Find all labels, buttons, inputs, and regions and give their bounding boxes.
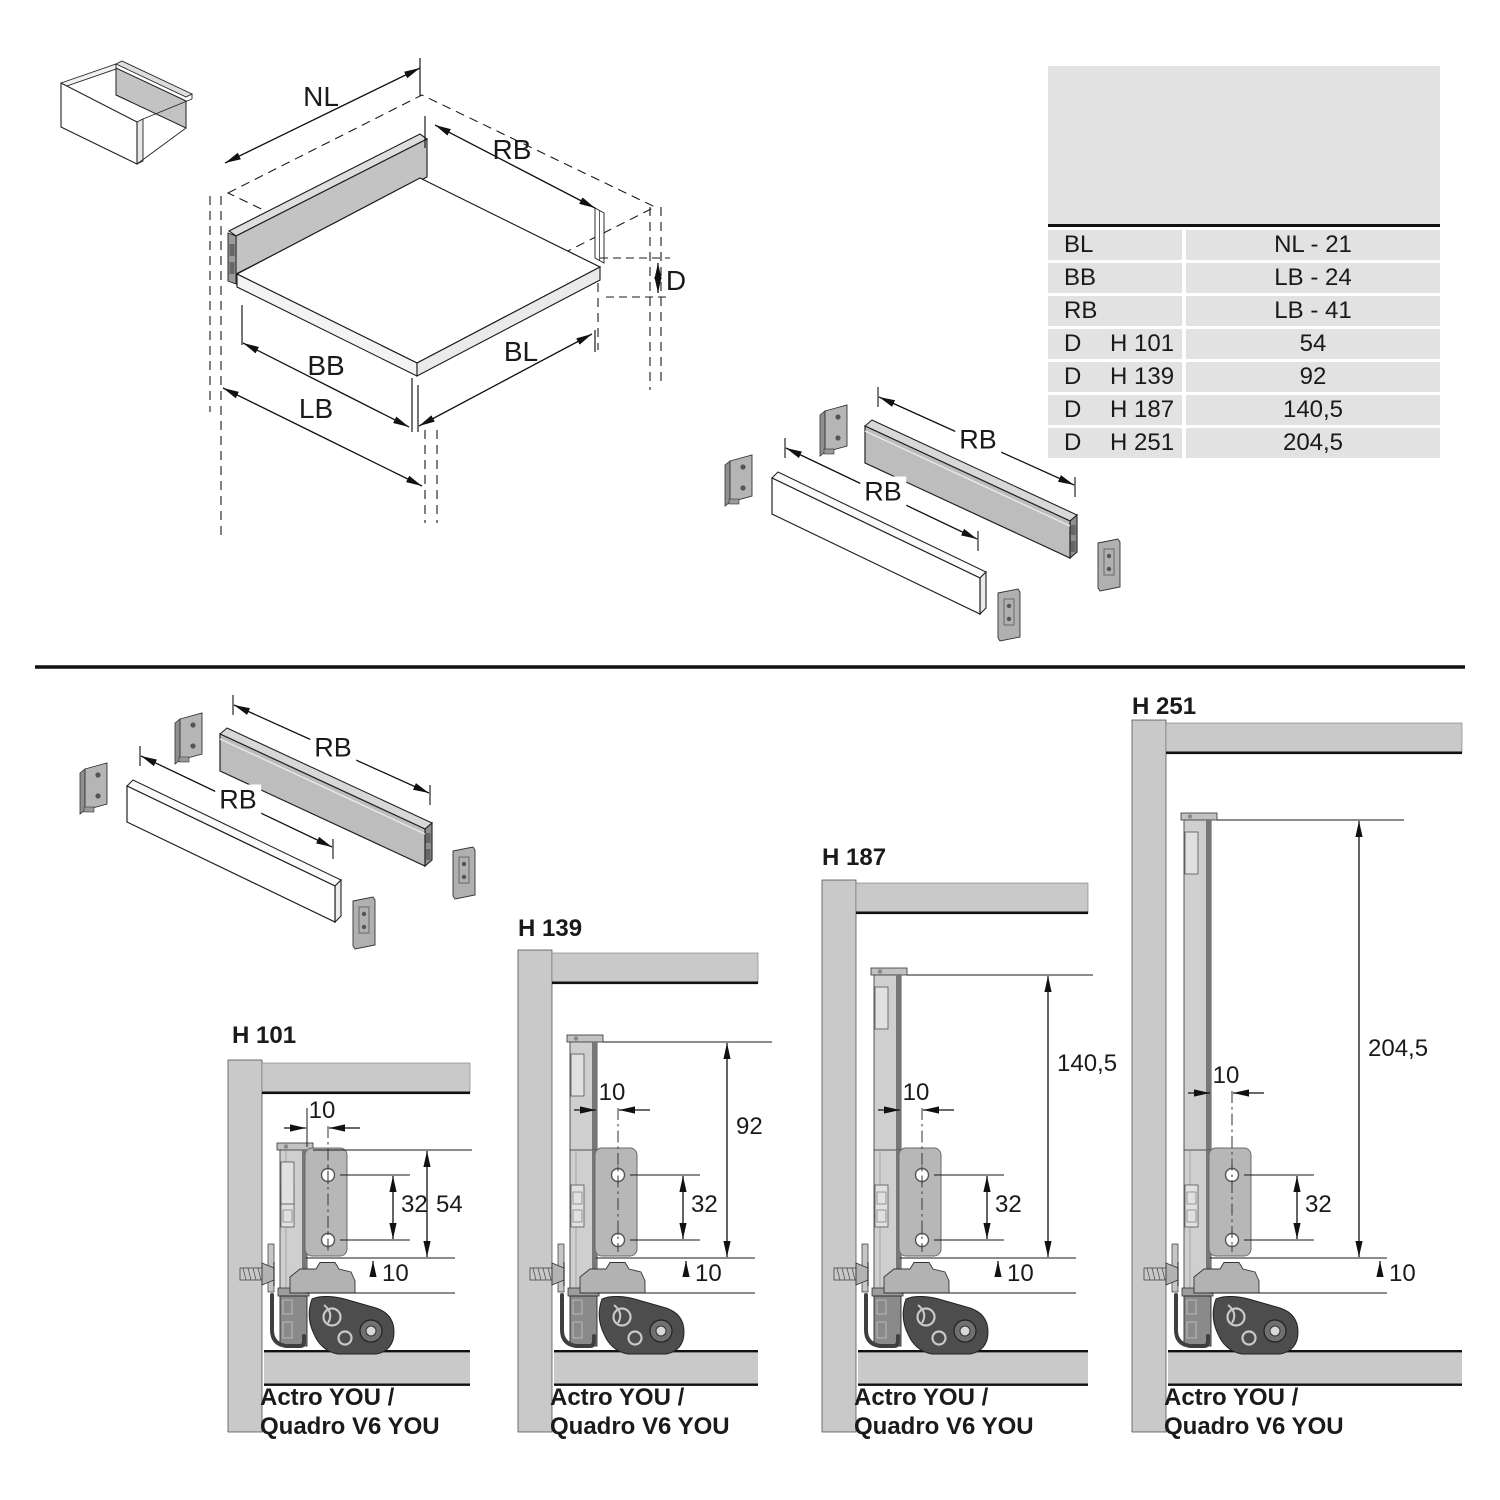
cross-section-h101 — [227, 1059, 472, 1433]
panel-title: H 187 — [822, 844, 887, 871]
dim-height: 54 — [436, 1191, 463, 1218]
row-label: D — [1064, 429, 1082, 456]
product-label: Actro YOU / Quadro V6 YOU — [260, 1384, 440, 1440]
product-label: Actro YOU / Quadro V6 YOU — [854, 1384, 1034, 1440]
row-value: NL - 21 — [1186, 230, 1440, 260]
dim-label-rb: RB — [492, 134, 532, 165]
drawer-iso-drawing — [209, 58, 670, 540]
dim-10-bottom: 10 — [695, 1260, 722, 1287]
product-label: Actro YOU / Quadro V6 YOU — [550, 1384, 730, 1440]
cross-section-h187 — [821, 879, 1093, 1433]
row-value: 204,5 — [1186, 428, 1440, 458]
row-sublabel: H 187 — [1110, 396, 1175, 423]
dim-10-bottom: 10 — [1389, 1260, 1416, 1287]
dim-10-bottom: 10 — [382, 1260, 409, 1287]
product-label: Actro YOU / Quadro V6 YOU — [1164, 1384, 1344, 1440]
cross-section-h139 — [517, 949, 772, 1433]
dim-32: 32 — [401, 1191, 428, 1218]
dim-label-nl: NL — [303, 81, 339, 112]
dim-10-bottom: 10 — [1007, 1260, 1034, 1287]
dim-32: 32 — [691, 1191, 718, 1218]
rb-label: RB — [955, 424, 1001, 456]
row-label: BL — [1064, 231, 1094, 258]
table-row: BL NL - 21 — [1048, 230, 1440, 260]
row-sublabel: H 251 — [1110, 429, 1175, 456]
row-label: D — [1064, 396, 1082, 423]
row-label: D — [1064, 363, 1082, 390]
row-value: LB - 41 — [1186, 296, 1440, 326]
row-label: RB — [1064, 297, 1098, 324]
rb-label: RB — [215, 784, 261, 816]
row-value: LB - 24 — [1186, 263, 1440, 293]
row-sublabel: H 101 — [1110, 330, 1175, 357]
dimension-table: BL NL - 21 BB LB - 24 RB LB - 41 D H 101 … — [1048, 66, 1440, 458]
dim-10-top: 10 — [902, 1079, 930, 1106]
table-row: D H 187 140,5 — [1048, 395, 1440, 425]
dim-height: 204,5 — [1368, 1035, 1429, 1062]
row-value: 140,5 — [1186, 395, 1440, 425]
table-row: RB LB - 41 — [1048, 296, 1440, 326]
dim-32: 32 — [1305, 1191, 1332, 1218]
table-row: D H 251 204,5 — [1048, 428, 1440, 458]
panel-title: H 101 — [232, 1022, 297, 1049]
row-value: 54 — [1186, 329, 1440, 359]
dim-10-top: 10 — [598, 1079, 626, 1106]
row-label: BB — [1064, 264, 1097, 291]
table-row: D H 139 92 — [1048, 362, 1440, 392]
table-header-rule — [1048, 224, 1440, 227]
dim-label-bl: BL — [503, 336, 539, 367]
dim-10-top: 10 — [1212, 1062, 1240, 1089]
dim-label-lb: LB — [298, 393, 334, 424]
dim-label-bb: BB — [307, 350, 345, 381]
dim-height: 140,5 — [1057, 1050, 1118, 1077]
row-value: 92 — [1186, 362, 1440, 392]
dim-10-top: 10 — [308, 1097, 336, 1124]
dim-height: 92 — [736, 1113, 763, 1140]
rb-label: RB — [860, 476, 906, 508]
dim-label-d: D — [665, 265, 687, 296]
drawer-pictogram — [60, 60, 194, 165]
row-label: D — [1064, 330, 1082, 357]
panel-title: H 251 — [1132, 693, 1197, 720]
table-row: D H 101 54 — [1048, 329, 1440, 359]
row-sublabel: H 139 — [1110, 363, 1175, 390]
table-row: BB LB - 24 — [1048, 263, 1440, 293]
rb-label: RB — [310, 732, 356, 764]
rails-illustration-bottom-left — [79, 695, 476, 950]
dim-32: 32 — [995, 1191, 1022, 1218]
table-illustration-cell — [1048, 66, 1440, 224]
cross-section-h251 — [1131, 719, 1463, 1433]
panel-title: H 139 — [518, 915, 583, 942]
